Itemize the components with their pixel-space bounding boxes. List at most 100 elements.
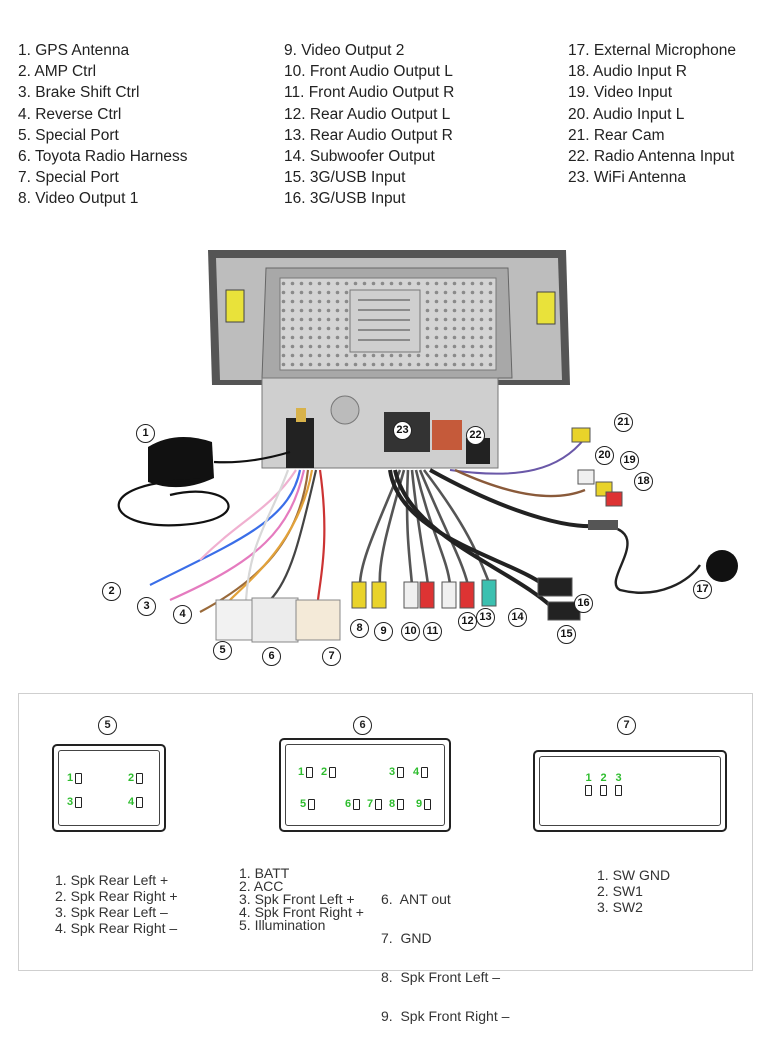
pin-6-4: 4 — [413, 766, 429, 778]
pin-desc: 3. Spk Front Left + — [239, 891, 355, 907]
pin-desc: 2. SW1 — [597, 883, 643, 899]
pin-desc: 7. GND — [381, 930, 432, 946]
pin-5-1: 1 — [67, 772, 83, 784]
callout-3: 3 — [137, 597, 156, 616]
callout-18: 18 — [634, 472, 653, 491]
pin-6-9: 9 — [416, 798, 432, 810]
legend-item: 23. WiFi Antenna — [568, 169, 687, 187]
head-unit-back-panel — [261, 377, 499, 469]
connector-6-pin-list-right: 6. ANT out 7. GND 8. Spk Front Left – 9.… — [381, 867, 509, 1049]
callout-11: 11 — [423, 622, 442, 641]
callout-6: 6 — [262, 647, 281, 666]
callout-15: 15 — [557, 625, 576, 644]
callout-12: 12 — [458, 612, 477, 631]
legend-item: 19. Video Input — [568, 84, 672, 102]
pin-desc: 6. ANT out — [381, 891, 451, 907]
legend-item: 8. Video Output 1 — [18, 190, 139, 208]
legend-item: 6. Toyota Radio Harness — [18, 148, 188, 166]
gps-antenna — [117, 437, 291, 527]
connector-5-pin-list: 1. Spk Rear Left + 2. Spk Rear Right + 3… — [55, 872, 178, 936]
callout-19: 19 — [620, 451, 639, 470]
pin-desc: 9. Spk Front Right – — [381, 1008, 510, 1024]
legend-column-1: 1. GPS Antenna 2. AMP Ctrl 3. Brake Shif… — [18, 40, 187, 210]
pin-desc: 2. ACC — [239, 878, 284, 894]
callout-8: 8 — [350, 619, 369, 638]
legend-item: 15. 3G/USB Input — [284, 169, 406, 187]
callout-17: 17 — [693, 580, 712, 599]
rca-cables — [358, 437, 601, 617]
callout-4: 4 — [173, 605, 192, 624]
legend-item: 14. Subwoofer Output — [284, 148, 435, 166]
legend-item: 22. Radio Antenna Input — [568, 148, 735, 166]
pin-5-3: 3 — [67, 796, 83, 808]
harness-wires — [149, 469, 326, 613]
callout-21: 21 — [614, 413, 633, 432]
pin-5-2: 2 — [128, 772, 144, 784]
pin-7-1: 1 — [585, 772, 592, 796]
pinout-panel: 5 1 2 3 4 1. Spk Rear Left + 2. Spk Rear… — [18, 693, 753, 1023]
legend-column-3: 17. External Microphone 18. Audio Input … — [568, 40, 736, 188]
callout-20: 20 — [595, 446, 614, 465]
callout-13: 13 — [476, 608, 495, 627]
head-unit-illustration — [117, 250, 738, 643]
legend-item: 12. Rear Audio Output L — [284, 105, 451, 123]
legend-item: 5. Special Port — [18, 126, 119, 144]
connector-7-label: 7 — [617, 716, 636, 735]
harness-plugs — [215, 597, 341, 643]
callout-22: 22 — [466, 426, 485, 445]
pin-6-1: 1 — [298, 766, 314, 778]
connector-7-diagram: 1 2 3 — [533, 750, 727, 832]
pin-desc: 1. Spk Rear Left + — [55, 872, 169, 888]
pin-6-6: 6 — [345, 798, 361, 810]
callout-23: 23 — [393, 421, 412, 440]
pin-7-2: 2 — [600, 772, 607, 796]
pin-6-8: 8 — [389, 798, 405, 810]
callout-14: 14 — [508, 608, 527, 627]
legend-item: 3. Brake Shift Ctrl — [18, 84, 140, 102]
external-microphone — [588, 520, 738, 594]
legend-item: 2. AMP Ctrl — [18, 63, 97, 81]
legend-item: 10. Front Audio Output L — [284, 63, 453, 81]
connector-5-diagram: 1 2 3 4 — [52, 744, 166, 832]
callout-1: 1 — [136, 424, 155, 443]
connector-6-pin-list-left: 1. BATT 2. ACC 3. Spk Front Left + 4. Sp… — [239, 865, 364, 933]
connector-5-label: 5 — [98, 716, 117, 735]
pin-desc: 2. Spk Rear Right + — [55, 888, 178, 904]
legend-item: 13. Rear Audio Output R — [284, 126, 453, 144]
pin-desc: 3. Spk Rear Left – — [55, 904, 168, 920]
pin-desc: 1. BATT — [239, 865, 290, 881]
callout-9: 9 — [374, 622, 393, 641]
callout-2: 2 — [102, 582, 121, 601]
rca-plugs — [351, 427, 623, 621]
legend-item: 21. Rear Cam — [568, 126, 665, 144]
pin-5-4: 4 — [128, 796, 144, 808]
legend-item: 4. Reverse Ctrl — [18, 105, 122, 123]
connector-6-label: 6 — [353, 716, 372, 735]
legend-item: 17. External Microphone — [568, 42, 737, 59]
legend-item: 20. Audio Input L — [568, 105, 685, 123]
legend-item: 1. GPS Antenna — [18, 42, 130, 59]
connector-7-pin-list: 1. SW GND 2. SW1 3. SW2 — [597, 867, 670, 915]
pin-desc: 1. SW GND — [597, 867, 671, 883]
legend-item: 18. Audio Input R — [568, 63, 687, 81]
head-unit-chassis — [261, 267, 513, 379]
callout-10: 10 — [401, 622, 420, 641]
legend-item: 7. Special Port — [18, 169, 119, 187]
legend-column-2: 9. Video Output 2 10. Front Audio Output… — [284, 40, 454, 210]
pin-desc: 5. Illumination — [239, 917, 326, 933]
callout-5: 5 — [213, 641, 232, 660]
legend-item: 16. 3G/USB Input — [284, 190, 406, 208]
pin-6-5: 5 — [300, 798, 316, 810]
pin-7-3: 3 — [615, 772, 622, 796]
callout-16: 16 — [574, 594, 593, 613]
pin-desc: 4. Spk Rear Right – — [55, 920, 178, 936]
pin-desc: 4. Spk Front Right + — [239, 904, 364, 920]
pin-desc: 8. Spk Front Left – — [381, 969, 501, 985]
pin-6-2: 2 — [321, 766, 337, 778]
pin-desc: 3. SW2 — [597, 899, 643, 915]
legend-item: 11. Front Audio Output R — [284, 84, 455, 102]
pin-6-7: 7 — [367, 798, 383, 810]
legend-item: 9. Video Output 2 — [284, 42, 405, 59]
connector-6-diagram: 1 2 3 4 5 6 7 8 9 — [279, 738, 451, 832]
pin-6-3: 3 — [389, 766, 405, 778]
